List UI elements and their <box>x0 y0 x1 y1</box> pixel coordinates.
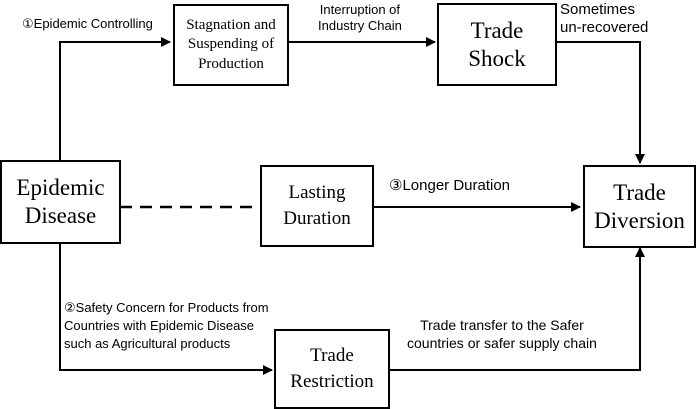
label-safety-concern: ②Safety Concern for Products from Countr… <box>64 300 269 352</box>
arrow-epidemic-to-stagnation <box>59 37 171 160</box>
node-lasting-duration: Lasting Duration <box>260 165 374 247</box>
label-interruption-industry-chain: Interruption of Industry Chain <box>318 2 402 34</box>
node-trade-restriction-label: Trade Restriction <box>290 345 374 392</box>
label-trade-transfer: Trade transfer to the Safer countries or… <box>407 317 597 352</box>
label-sometimes-unrecovered: Sometimes un-recovered <box>560 1 649 36</box>
label-epidemic-controlling: ①Epidemic Controlling <box>22 16 153 31</box>
node-trade-shock: Trade Shock <box>437 3 557 86</box>
node-epidemic-disease: Epidemic Disease <box>0 160 121 244</box>
arrow-trade-shock-to-diversion <box>556 41 645 164</box>
node-trade-diversion: Trade Diversion <box>583 165 696 248</box>
node-lasting-duration-label: Lasting Duration <box>283 182 351 229</box>
node-trade-diversion-label: Trade Diversion <box>594 179 685 233</box>
node-epidemic-disease-label: Epidemic Disease <box>16 175 105 228</box>
arrow-restriction-to-diversion <box>390 247 645 371</box>
node-trade-shock-label: Trade Shock <box>468 17 526 71</box>
node-stagnation: Stagnation and Suspending of Production <box>173 4 289 86</box>
arrow-epidemic-to-restriction <box>59 244 273 375</box>
node-stagnation-label: Stagnation and Suspending of Production <box>186 16 276 72</box>
label-longer-duration: ③Longer Duration <box>389 177 511 194</box>
node-trade-restriction: Trade Restriction <box>274 329 390 409</box>
